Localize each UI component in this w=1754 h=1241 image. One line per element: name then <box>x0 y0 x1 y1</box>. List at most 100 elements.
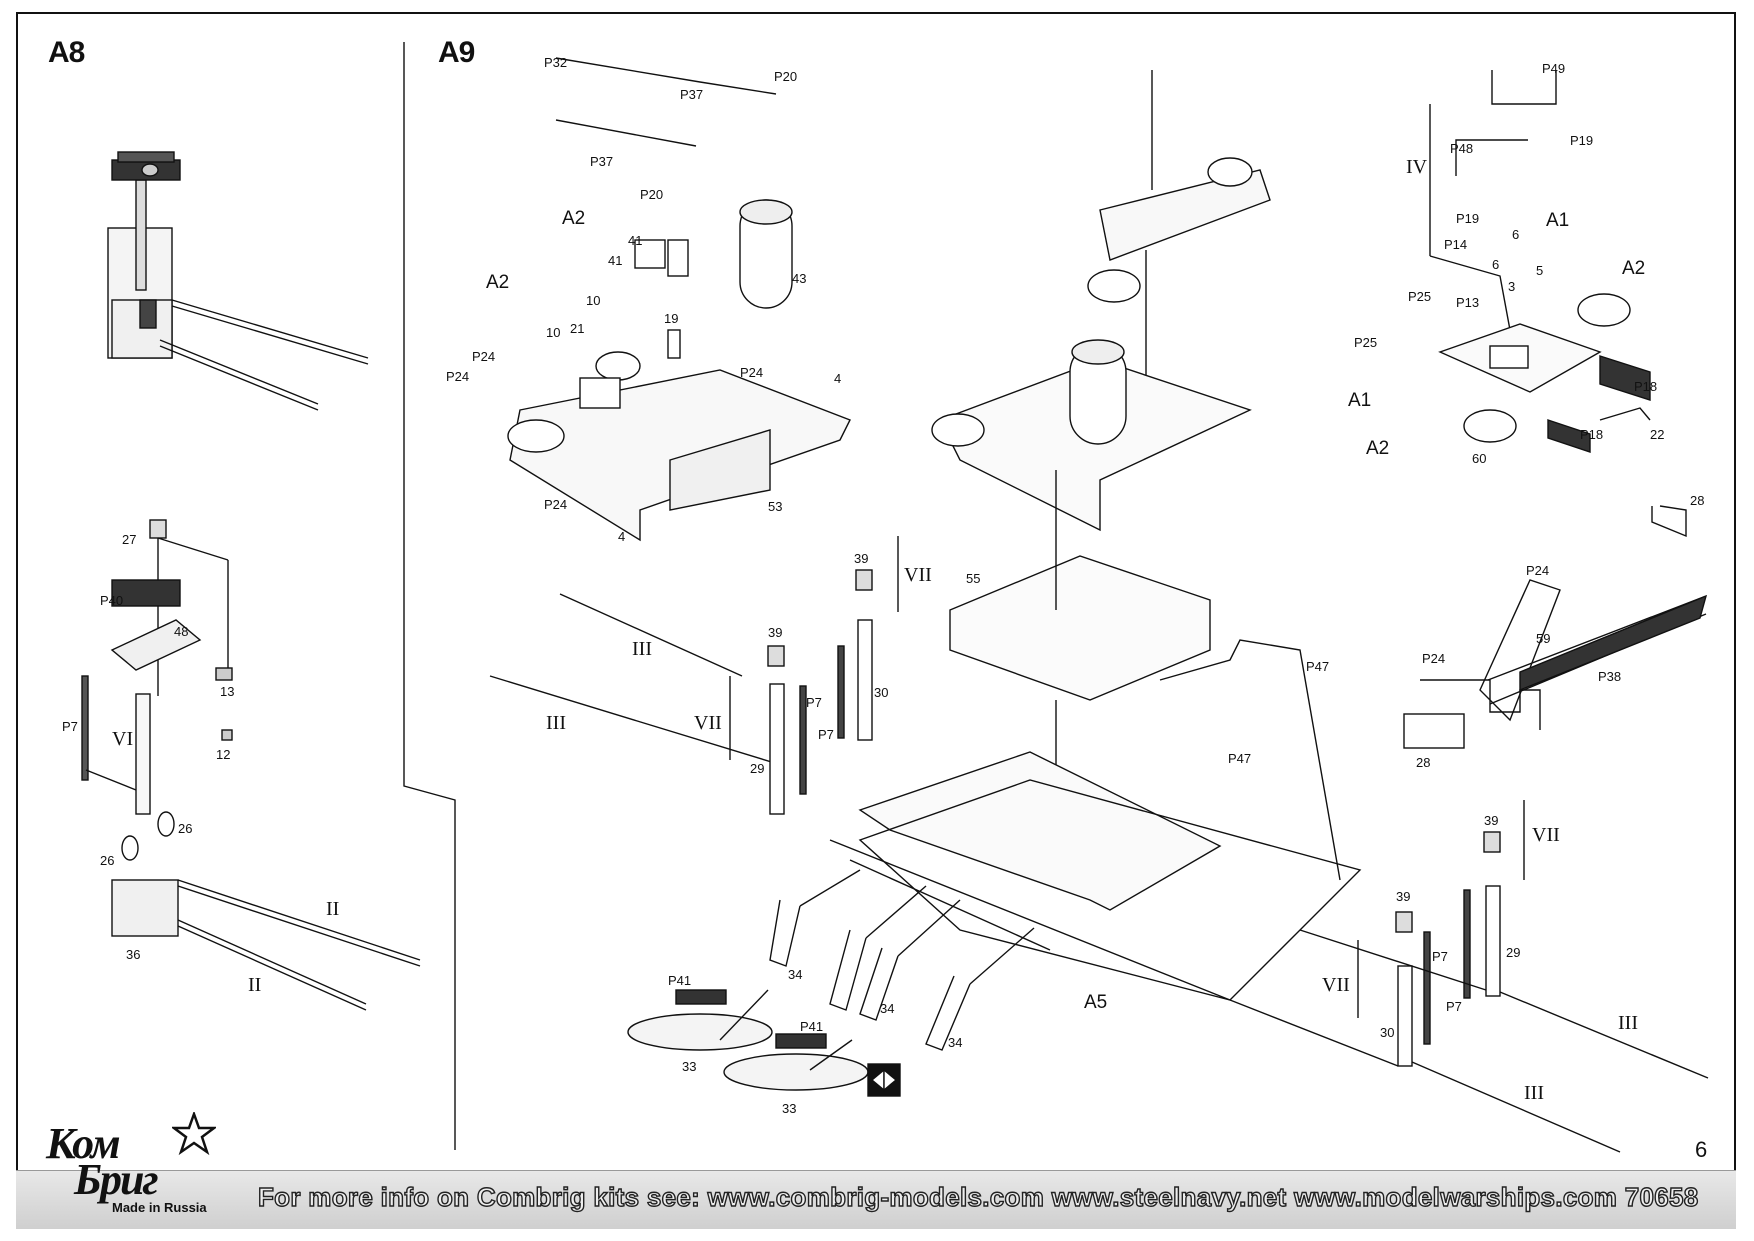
assembly-label: A2 <box>486 272 510 293</box>
part-label: 21 <box>570 321 585 336</box>
part-label: P19 <box>1570 133 1594 148</box>
part-label: 59 <box>1536 631 1551 646</box>
combrig-logo: Ком Бриг Made in Russia <box>46 1112 236 1218</box>
a8-mast-top-assembly <box>107 151 369 411</box>
part-label: 26 <box>178 821 193 836</box>
assembly-label: A1 <box>1348 390 1372 411</box>
part-label: 55 <box>966 571 981 586</box>
part-label: 30 <box>874 685 889 700</box>
part-label: 48 <box>174 624 189 639</box>
part-label: 28 <box>1690 493 1705 508</box>
part-label: 5 <box>1536 263 1544 278</box>
part-label: P48 <box>1450 141 1474 156</box>
a9-boats <box>627 989 869 1091</box>
part-label: P32 <box>544 55 568 70</box>
part-label: 6 <box>1492 257 1500 272</box>
part-label: 22 <box>1650 427 1665 442</box>
a9-deck53-assembly <box>507 57 851 542</box>
a8-lower-assembly <box>81 519 421 1011</box>
part-label: 43 <box>792 271 807 286</box>
wire-label: III <box>1524 1082 1544 1104</box>
a9-left-columns <box>729 536 899 815</box>
wire-label: II <box>248 974 262 996</box>
part-label: P13 <box>1456 295 1480 310</box>
part-label: 34 <box>788 967 803 982</box>
part-label: P24 <box>544 497 568 512</box>
logo-line1: Ком <box>46 1119 121 1168</box>
assembly-label: A2 <box>1366 438 1390 459</box>
part-label: 26 <box>100 853 115 868</box>
wire-label: VI <box>112 728 134 750</box>
part-label: P47 <box>1306 659 1330 674</box>
wire-label: III <box>546 712 566 734</box>
part-label: 27 <box>122 532 137 547</box>
part-label: P18 <box>1580 427 1604 442</box>
a9-right-columns <box>1229 800 1709 1153</box>
part-label: 39 <box>1396 889 1411 904</box>
part-label: P24 <box>740 365 764 380</box>
a9-ladder-deck <box>1403 505 1708 749</box>
assembly-label: A2 <box>1622 258 1646 279</box>
part-label: 3 <box>1508 279 1516 294</box>
part-label: P41 <box>668 973 692 988</box>
part-label: P24 <box>1526 563 1550 578</box>
part-label: P47 <box>1228 751 1252 766</box>
a9-boat-supports <box>769 869 1035 1051</box>
wire-label: VII <box>694 712 722 734</box>
part-label: 10 <box>586 293 601 308</box>
part-label: P20 <box>774 69 798 84</box>
part-label: P41 <box>800 1019 824 1034</box>
part-label: 33 <box>782 1101 797 1116</box>
page-number: 6 <box>1695 1137 1708 1162</box>
part-label: 29 <box>750 761 765 776</box>
part-label: P24 <box>472 349 496 364</box>
part-label: 39 <box>768 625 783 640</box>
part-label: P20 <box>640 187 664 202</box>
part-label: 6 <box>1512 227 1520 242</box>
wire-label: III <box>632 638 652 660</box>
part-label: P37 <box>680 87 704 102</box>
part-label: P25 <box>1354 335 1378 350</box>
wire-label: IV <box>1406 156 1428 178</box>
part-label: 29 <box>1506 945 1521 960</box>
part-label: 36 <box>126 947 141 962</box>
wire-label: II <box>326 898 340 920</box>
logo-line2: Бриг <box>74 1155 159 1204</box>
wire-label: VII <box>904 564 932 586</box>
section-title-a8: A8 <box>48 36 85 69</box>
part-label: 53 <box>768 499 783 514</box>
part-label: 28 <box>1416 755 1431 770</box>
part-label: P7 <box>1432 949 1448 964</box>
wire-label: VII <box>1322 974 1350 996</box>
a9-main-deck-assembly <box>489 470 1362 1001</box>
footer-text: For more info on Combrig kits see: www.c… <box>257 1181 1699 1212</box>
wire-label: VII <box>1532 824 1560 846</box>
part-label: P40 <box>100 593 124 608</box>
part-label: P38 <box>1598 669 1622 684</box>
part-label: P7 <box>62 719 78 734</box>
part-label: 12 <box>216 747 231 762</box>
part-label: 39 <box>854 551 869 566</box>
part-label: P24 <box>446 369 470 384</box>
part-label: 10 <box>546 325 561 340</box>
section-divider <box>403 42 456 1150</box>
part-label: 4 <box>618 529 626 544</box>
part-label: P25 <box>1408 289 1432 304</box>
star-icon <box>172 1112 216 1156</box>
wire-label: III <box>1618 1012 1638 1034</box>
part-label: P18 <box>1634 379 1658 394</box>
part-label: 19 <box>664 311 679 326</box>
part-label: P7 <box>1446 999 1462 1014</box>
part-label: P7 <box>806 695 822 710</box>
footer-band <box>16 1170 1736 1229</box>
part-label: 39 <box>1484 813 1499 828</box>
assembly-label: A2 <box>562 208 586 229</box>
logo-tagline: Made in Russia <box>112 1200 207 1215</box>
part-label: P7 <box>818 727 834 742</box>
part-label: 34 <box>948 1035 963 1050</box>
section-title-a9: A9 <box>438 36 475 69</box>
assembly-label: A1 <box>1546 210 1570 231</box>
assembly-label: A5 <box>1084 992 1108 1013</box>
